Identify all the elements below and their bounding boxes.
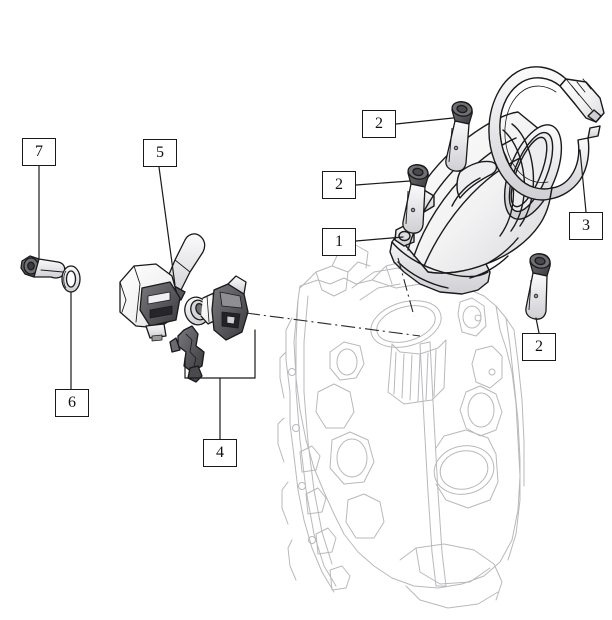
callout-box-2-right[interactable]: 2 xyxy=(522,333,556,361)
assembly-centerline-manifold xyxy=(397,257,415,317)
part-o-ring xyxy=(61,265,81,293)
part-hose-clamp xyxy=(488,66,605,201)
part-sensor-4 xyxy=(184,275,249,341)
callout-box-1[interactable]: 1 xyxy=(322,228,356,256)
callout-label: 2 xyxy=(335,176,343,193)
leader-1 xyxy=(355,236,404,242)
leader-2-mid xyxy=(355,180,411,186)
callout-label: 2 xyxy=(375,115,383,132)
part-sensor xyxy=(119,233,206,342)
callout-label: 7 xyxy=(35,143,43,160)
callout-label: 3 xyxy=(582,217,590,234)
callout-box-6[interactable]: 6 xyxy=(55,389,89,417)
part-bolt-right xyxy=(525,253,551,320)
part-flange-bolt xyxy=(20,255,66,279)
leader-2-top xyxy=(395,117,454,125)
part-bolt-top xyxy=(445,101,473,172)
callout-label: 2 xyxy=(535,338,543,355)
callout-box-3[interactable]: 3 xyxy=(569,212,603,240)
callout-box-4[interactable]: 4 xyxy=(203,439,237,467)
callout-label: 4 xyxy=(216,444,224,461)
part-bracket-clip xyxy=(169,325,205,383)
leader-2-right xyxy=(535,317,540,334)
callout-label: 5 xyxy=(156,144,164,161)
callout-box-2-top[interactable]: 2 xyxy=(362,110,396,138)
leader-5 xyxy=(158,166,176,286)
assembly-centerline xyxy=(245,312,421,337)
part-bolt-middle xyxy=(402,164,429,234)
leader-3 xyxy=(579,149,587,213)
callout-box-7[interactable]: 7 xyxy=(22,138,56,166)
callout-box-5[interactable]: 5 xyxy=(143,139,177,167)
callout-box-2-middle[interactable]: 2 xyxy=(322,171,356,199)
callout-label: 1 xyxy=(335,233,343,250)
callout-label: 6 xyxy=(68,394,76,411)
leader-lines xyxy=(38,117,587,440)
engine-block-ghost xyxy=(277,243,525,609)
